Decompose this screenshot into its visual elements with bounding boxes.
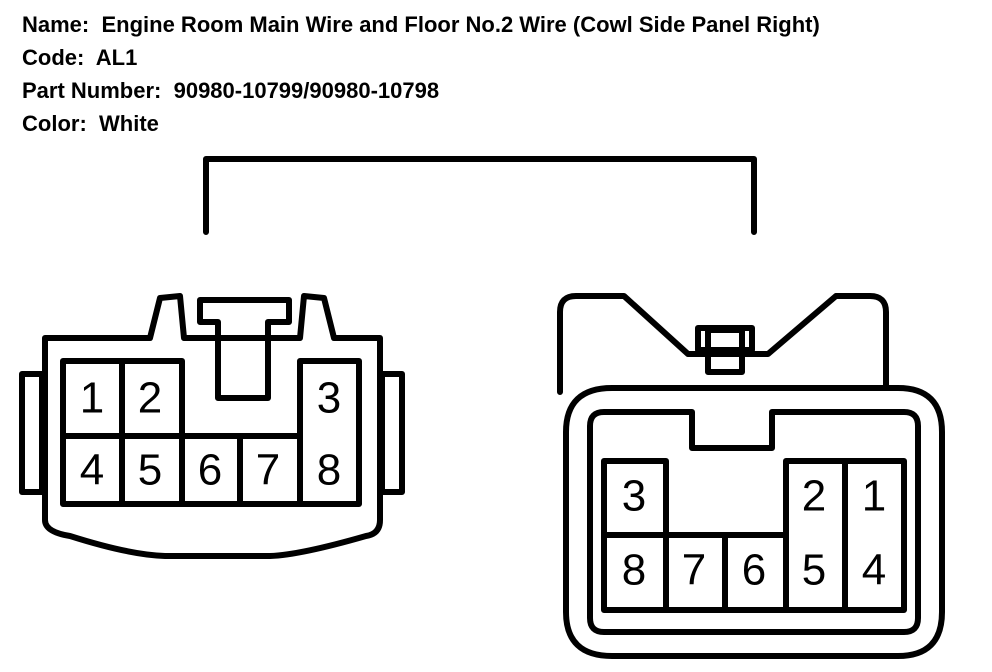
- left-pin-label: 7: [256, 446, 280, 495]
- right-connector-outer-shell: [563, 385, 945, 659]
- part-number-label: Part Number:: [22, 78, 162, 103]
- right-pin-label: 6: [742, 546, 766, 595]
- right-connector: 3 2 1 8 7 6 5 4: [557, 293, 945, 659]
- left-pin-label: 5: [138, 446, 162, 495]
- connector-info: Name: Engine Room Main Wire and Floor No…: [22, 8, 820, 140]
- right-connector-lock: [695, 325, 755, 353]
- left-connector-body: [42, 293, 383, 559]
- color-label: Color:: [22, 111, 87, 136]
- code-value: AL1: [95, 45, 138, 70]
- left-pin-label: 6: [198, 446, 222, 495]
- right-pin-grid: [601, 458, 907, 613]
- code-row: Code: AL1: [22, 41, 820, 74]
- left-side-tab-left: [19, 371, 45, 495]
- name-value: Engine Room Main Wire and Floor No.2 Wir…: [101, 12, 820, 37]
- name-label: Name:: [22, 12, 90, 37]
- left-pin-label: 1: [80, 374, 104, 423]
- right-pin-label: 4: [862, 546, 886, 595]
- left-pin-label: 8: [317, 446, 341, 495]
- part-number-row: Part Number: 90980-10799/90980-10798: [22, 74, 820, 107]
- right-pin-label: 1: [862, 472, 886, 521]
- right-connector-inner-frame: [587, 409, 921, 635]
- left-pin-label: 2: [138, 374, 162, 423]
- left-connector: 1 2 3 4 5 6 7 8: [19, 293, 405, 559]
- left-pin-label: 4: [80, 446, 104, 495]
- color-row: Color: White: [22, 107, 820, 140]
- left-pin-grid: [60, 358, 362, 507]
- right-pin-label: 3: [622, 472, 646, 521]
- mating-bracket: [203, 156, 757, 235]
- right-pin-label: 7: [682, 546, 706, 595]
- color-value: White: [99, 111, 159, 136]
- part-number-value: 90980-10799/90980-10798: [173, 78, 440, 103]
- name-row: Name: Engine Room Main Wire and Floor No…: [22, 8, 820, 41]
- right-pin-label: 5: [802, 546, 826, 595]
- code-label: Code:: [22, 45, 85, 70]
- right-pin-label: 2: [802, 472, 826, 521]
- right-pin-label: 8: [622, 546, 646, 595]
- right-connector-housing: [557, 293, 889, 395]
- left-connector-lock: [197, 297, 292, 401]
- left-side-tab-right: [379, 371, 405, 495]
- left-pin-label: 3: [317, 374, 341, 423]
